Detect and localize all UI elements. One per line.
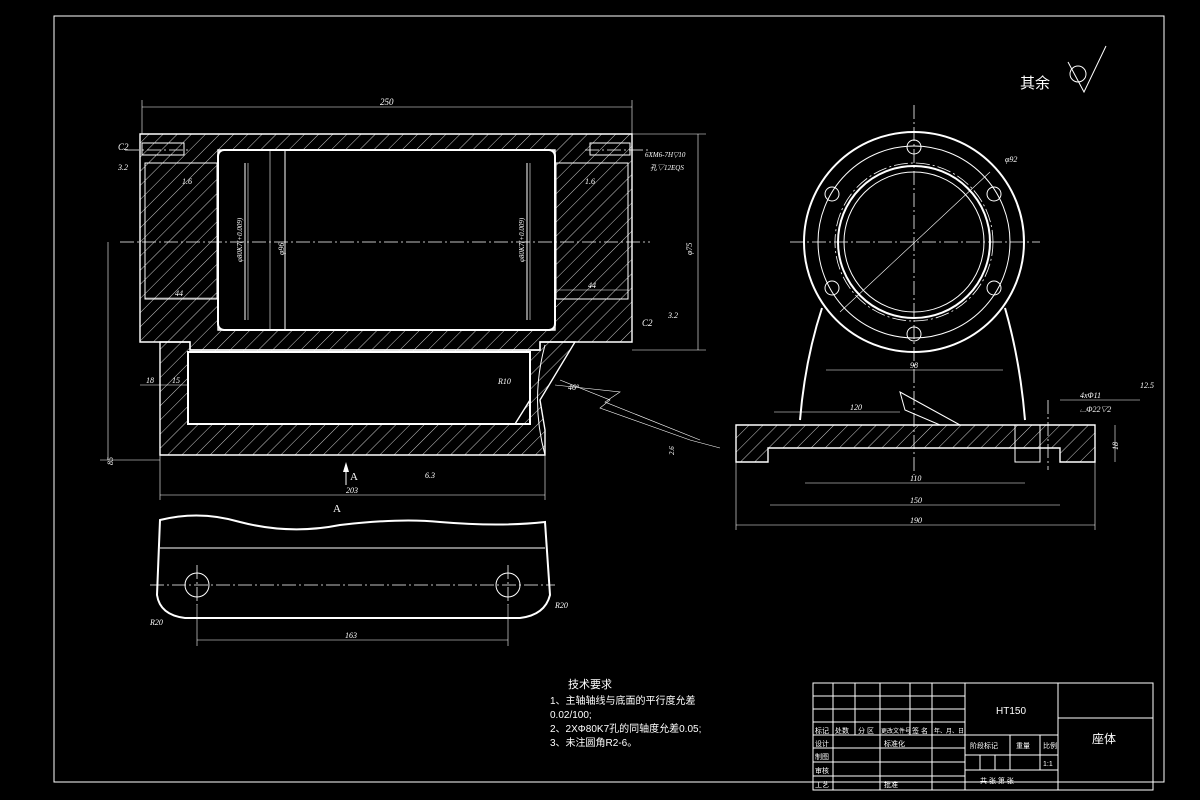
row-draw: 制图	[815, 752, 829, 761]
dim-height-total: 85	[106, 457, 115, 465]
side-view-dimensions: φ92 98 120 110 150 190 4xΦ11 ⌴Φ22▽2 12.5…	[850, 155, 1154, 525]
dim-outer-height: φ75	[685, 243, 694, 255]
dim-bore-left: φ80K7(+0.009)	[236, 217, 244, 262]
hdr-sign: 签 名	[912, 726, 928, 735]
hdr-mark: 标记	[815, 726, 829, 735]
hdr-doc: 更改文件号	[881, 727, 911, 735]
tech-requirements: 技术要求 1、主轴轴线与底面的平行度允差 0.02/100; 2、2XΦ80K7…	[550, 678, 701, 749]
row-process: 工艺	[815, 781, 829, 789]
dim-width-150: 150	[910, 496, 922, 505]
dim-overall-length: 250	[380, 97, 394, 107]
sheet-label: 共 张 第 张	[980, 776, 1014, 785]
chamfer-left: C2	[118, 142, 129, 152]
hdr-date: 年、月、日	[934, 727, 964, 735]
tech-item-3: 2、2XΦ80K7孔的同轴度允差0.05;	[550, 722, 701, 735]
title-block: HT150 座体 标记 处数 分 区 更改文件号 签 名 年、月、日 设计 制图…	[812, 682, 1154, 791]
roughness-r5: 6.3	[425, 471, 435, 480]
svg-text:其余: 其余	[1020, 74, 1050, 92]
std-label: 标准化	[884, 739, 905, 748]
dim-spacing: 163	[345, 631, 357, 640]
row-check: 审核	[815, 766, 829, 775]
dim-r-right: R20	[554, 601, 568, 610]
approve-label: 批准	[884, 780, 898, 789]
dim-radius-fillet: R10	[497, 377, 511, 386]
thread-note-2: 孔▽12EQS	[650, 164, 684, 172]
dim-bottom-length: 203	[346, 486, 358, 495]
dim-left-small: 18	[146, 376, 154, 385]
roughness-r1: 1.6	[182, 177, 192, 186]
dim-bottom-h: 2.6	[668, 446, 676, 455]
roughness-r2: 1.6	[585, 177, 595, 186]
hdr-zone: 分 区	[858, 726, 874, 735]
tech-title: 技术要求	[568, 678, 612, 691]
stage-label: 阶段标记	[970, 741, 998, 750]
dim-depth-right: 44	[588, 281, 596, 290]
dim-r-left: R20	[149, 618, 163, 627]
dim-width-110: 110	[910, 474, 921, 483]
roughness-side: 12.5	[1140, 381, 1154, 390]
scale-label: 比例	[1043, 741, 1057, 750]
thread-note: 6XM6-7H▽10	[645, 151, 686, 159]
bottom-view: A 163 R20 R20	[149, 503, 568, 646]
roughness-r3: 3.2	[117, 163, 128, 172]
section-mark-arrow: A	[350, 471, 358, 483]
dim-depth-left: 44	[175, 289, 183, 298]
dim-left-small-2: 15	[172, 376, 180, 385]
front-view	[100, 100, 721, 500]
dim-bore-right: φ80K7(+0.009)	[518, 217, 526, 262]
hole-note-2: ⌴Φ22▽2	[1080, 405, 1111, 414]
material-label: HT150	[996, 706, 1026, 717]
dim-angle: 46°	[568, 383, 580, 392]
surface-finish-note: 其余	[1020, 45, 1107, 94]
tech-item-4: 3、未注圆角R2-6。	[550, 736, 637, 749]
row-design: 设计	[815, 739, 829, 748]
dim-width-120: 120	[850, 403, 862, 412]
dim-inner-height: φ96	[277, 243, 286, 255]
chamfer-right: C2	[642, 318, 653, 328]
dim-width-190: 190	[910, 516, 922, 525]
scale-value: 1:1	[1043, 761, 1053, 768]
hdr-count: 处数	[835, 726, 849, 735]
weight-label: 重量	[1016, 742, 1030, 750]
sheet-border	[53, 15, 1165, 783]
bottom-view-title: A	[333, 503, 341, 515]
dim-height-18: 18	[1111, 442, 1120, 450]
dim-width-98: 98	[910, 361, 918, 370]
dim-bolt-circle: φ92	[1005, 155, 1017, 164]
roughness-r4: 3.2	[667, 311, 678, 320]
tech-item-1: 1、主轴轴线与底面的平行度允差	[550, 694, 696, 707]
front-view-dimensions: 250 C2 C2 6XM6-7H▽10 孔▽12EQS 44 44 18 15…	[106, 97, 694, 495]
hole-note-1: 4xΦ11	[1080, 391, 1101, 400]
part-name: 座体	[1092, 731, 1116, 746]
side-view	[735, 105, 1140, 530]
tech-item-2: 0.02/100;	[550, 710, 592, 721]
